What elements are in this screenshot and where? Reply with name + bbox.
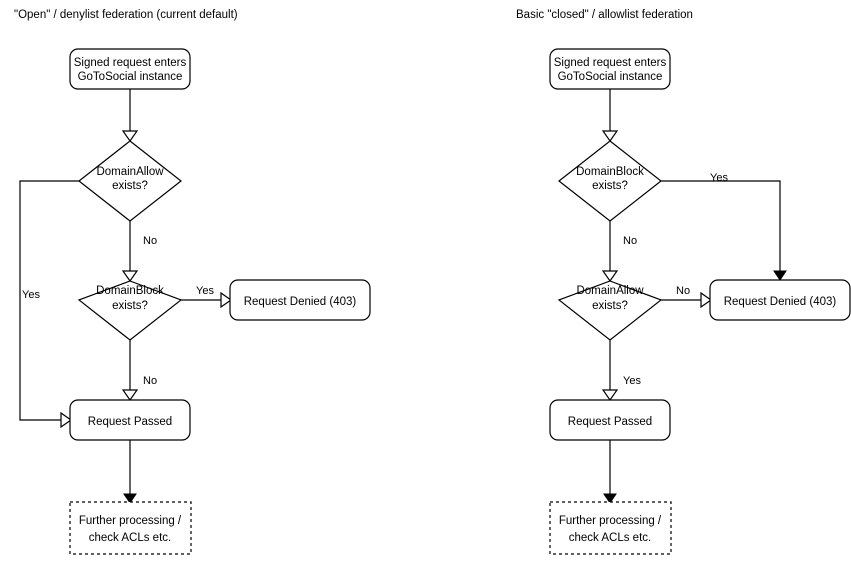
left-edge-entry-to-allow xyxy=(121,89,139,143)
left-edge-block-no: No xyxy=(121,340,157,402)
right-further-processing-label-line2: check ACLs etc. xyxy=(569,532,651,544)
right-domainallow-label-line2: exists? xyxy=(592,300,628,312)
arrowhead-filled-down-icon xyxy=(123,493,137,504)
left-request-passed-label: Request Passed xyxy=(88,416,172,428)
right-entry-label-line2: GoToSocial instance xyxy=(558,71,663,83)
left-request-passed-node[interactable]: Request Passed xyxy=(69,399,191,441)
right-domainblock-label-line2: exists? xyxy=(592,180,628,192)
right-edge-label-block-no: No xyxy=(623,235,637,247)
left-edge-block-yes: Yes xyxy=(181,285,233,309)
left-decision-domainblock[interactable]: DomainBlock exists? xyxy=(77,280,183,341)
left-edge-label-block-no: No xyxy=(143,375,157,387)
arrowhead-open-down-icon xyxy=(601,389,619,402)
right-edge-allow-no: No xyxy=(661,285,713,309)
right-further-processing-label-line1: Further processing / xyxy=(559,515,662,527)
arrowhead-filled-down-icon xyxy=(603,493,617,504)
right-edge-block-yes: Yes xyxy=(661,172,787,281)
left-request-denied-label: Request Denied (403) xyxy=(244,296,357,308)
left-domainblock-label-line1: DomainBlock xyxy=(96,285,164,297)
left-edge-label-allow-yes: Yes xyxy=(22,289,40,301)
right-request-denied-box[interactable] xyxy=(709,279,851,321)
left-entry-box[interactable] xyxy=(69,48,191,90)
left-domainallow-label-line2: exists? xyxy=(112,180,148,192)
right-edge-label-block-yes: Yes xyxy=(710,172,728,184)
right-edge-block-no: No xyxy=(601,221,637,283)
left-edge-label-allow-no: No xyxy=(143,235,157,247)
right-decision-domainallow[interactable]: DomainAllow exists? xyxy=(557,280,663,341)
right-edge-label-allow-no: No xyxy=(676,285,690,297)
right-entry-label-line1: Signed request enters xyxy=(554,57,667,69)
right-further-processing-node[interactable]: Further processing / check ACLs etc. xyxy=(549,501,672,555)
right-edge-label-allow-yes: Yes xyxy=(623,375,641,387)
diagram-closed-allowlist: Basic "closed" / allowlist federation Si… xyxy=(516,9,851,555)
arrowhead-open-right-icon xyxy=(700,291,713,309)
left-entry-label-line2: GoToSocial instance xyxy=(78,71,183,83)
arrowhead-open-down-icon xyxy=(121,389,139,402)
arrowhead-open-right-icon xyxy=(220,291,233,309)
left-further-processing-box[interactable] xyxy=(69,501,192,555)
left-further-processing-label-line1: Further processing / xyxy=(79,515,182,527)
right-entry-node[interactable]: Signed request enters GoToSocial instanc… xyxy=(549,48,671,90)
right-edge-entry-to-block xyxy=(601,89,619,143)
left-edge-passed-to-further xyxy=(123,440,137,504)
left-diagram-title: "Open" / denylist federation (current de… xyxy=(14,9,238,21)
left-request-denied-box[interactable] xyxy=(229,279,371,321)
left-edge-label-block-yes: Yes xyxy=(196,285,214,297)
left-further-processing-node[interactable]: Further processing / check ACLs etc. xyxy=(69,501,192,555)
left-decision-domainallow[interactable]: DomainAllow exists? xyxy=(78,140,182,222)
arrowhead-filled-down-icon xyxy=(773,270,787,281)
left-further-processing-label-line2: check ACLs etc. xyxy=(89,532,171,544)
left-domainallow-label-line1: DomainAllow xyxy=(96,166,164,178)
right-request-passed-node[interactable]: Request Passed xyxy=(549,399,671,441)
right-domainblock-label-line1: DomainBlock xyxy=(576,166,644,178)
right-request-passed-label: Request Passed xyxy=(568,416,652,428)
right-diagram-title: Basic "closed" / allowlist federation xyxy=(516,9,693,21)
arrowhead-open-down-icon xyxy=(601,130,619,143)
right-decision-domainblock[interactable]: DomainBlock exists? xyxy=(558,140,662,222)
right-entry-box[interactable] xyxy=(549,48,671,90)
right-request-denied-label: Request Denied (403) xyxy=(724,296,837,308)
right-edge-passed-to-further xyxy=(603,440,617,504)
diagram-open-denylist: "Open" / denylist federation (current de… xyxy=(14,9,371,555)
right-request-denied-node[interactable]: Request Denied (403) xyxy=(709,279,851,321)
left-edge-allow-yes: Yes xyxy=(19,180,79,429)
left-edge-allow-no: No xyxy=(121,221,157,283)
arrowhead-open-down-icon xyxy=(121,130,139,143)
right-edge-allow-yes: Yes xyxy=(601,340,641,402)
left-request-denied-node[interactable]: Request Denied (403) xyxy=(229,279,371,321)
arrowhead-open-right-icon xyxy=(60,411,73,429)
arrowhead-open-down-icon xyxy=(121,270,139,283)
left-entry-node[interactable]: Signed request enters GoToSocial instanc… xyxy=(69,48,191,90)
right-further-processing-box[interactable] xyxy=(549,501,672,555)
left-entry-label-line1: Signed request enters xyxy=(74,57,187,69)
right-domainallow-label-line1: DomainAllow xyxy=(576,285,644,297)
arrowhead-open-down-icon xyxy=(601,270,619,283)
left-domainblock-label-line2: exists? xyxy=(112,300,148,312)
